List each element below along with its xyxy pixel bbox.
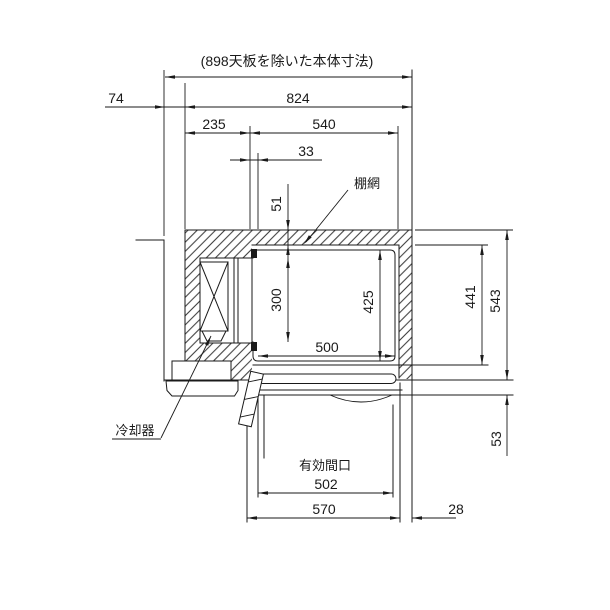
dim-824: 824	[286, 90, 310, 106]
top-note: (898天板を除いた本体寸法)	[201, 53, 374, 69]
divider-panel	[233, 249, 257, 351]
drawer-front	[246, 380, 514, 523]
dim-441: 441	[462, 285, 478, 309]
interior-liner	[252, 249, 396, 362]
dim-543: 543	[487, 289, 503, 313]
leader-lines	[112, 189, 349, 440]
duct-tab-bottom	[251, 342, 257, 351]
dim-74: 74	[108, 90, 124, 106]
dim-33: 33	[298, 143, 314, 159]
extension-lines	[163, 70, 513, 246]
arrowheads	[155, 75, 509, 520]
dim-425: 425	[360, 290, 376, 314]
cooler-unit	[199, 261, 229, 342]
tilted-flap	[237, 370, 265, 428]
drawer-top-rail	[257, 373, 397, 384]
front-rail-block	[171, 360, 232, 381]
dim-300: 300	[268, 288, 284, 312]
dim-51: 51	[268, 196, 284, 212]
dim-28: 28	[448, 501, 464, 517]
dim-500: 500	[315, 339, 339, 355]
base-step	[165, 380, 239, 397]
dim-53: 53	[488, 431, 504, 447]
dim-235: 235	[202, 116, 226, 132]
label-effective-opening: 有効間口	[299, 458, 351, 473]
annotations: (898天板を除いた本体寸法) 74 824 235 540 33 51 300…	[108, 53, 504, 517]
dim-502: 502	[314, 476, 338, 492]
label-cooler: 冷却器	[115, 423, 154, 438]
hatch-insulation	[185, 230, 412, 380]
label-shelf-net: 棚網	[354, 176, 380, 191]
dim-540: 540	[312, 116, 336, 132]
cooler-leader	[160, 335, 212, 439]
duct-tab-top	[251, 249, 257, 258]
shelf-net-leader	[305, 189, 349, 243]
dim-570: 570	[312, 501, 336, 517]
